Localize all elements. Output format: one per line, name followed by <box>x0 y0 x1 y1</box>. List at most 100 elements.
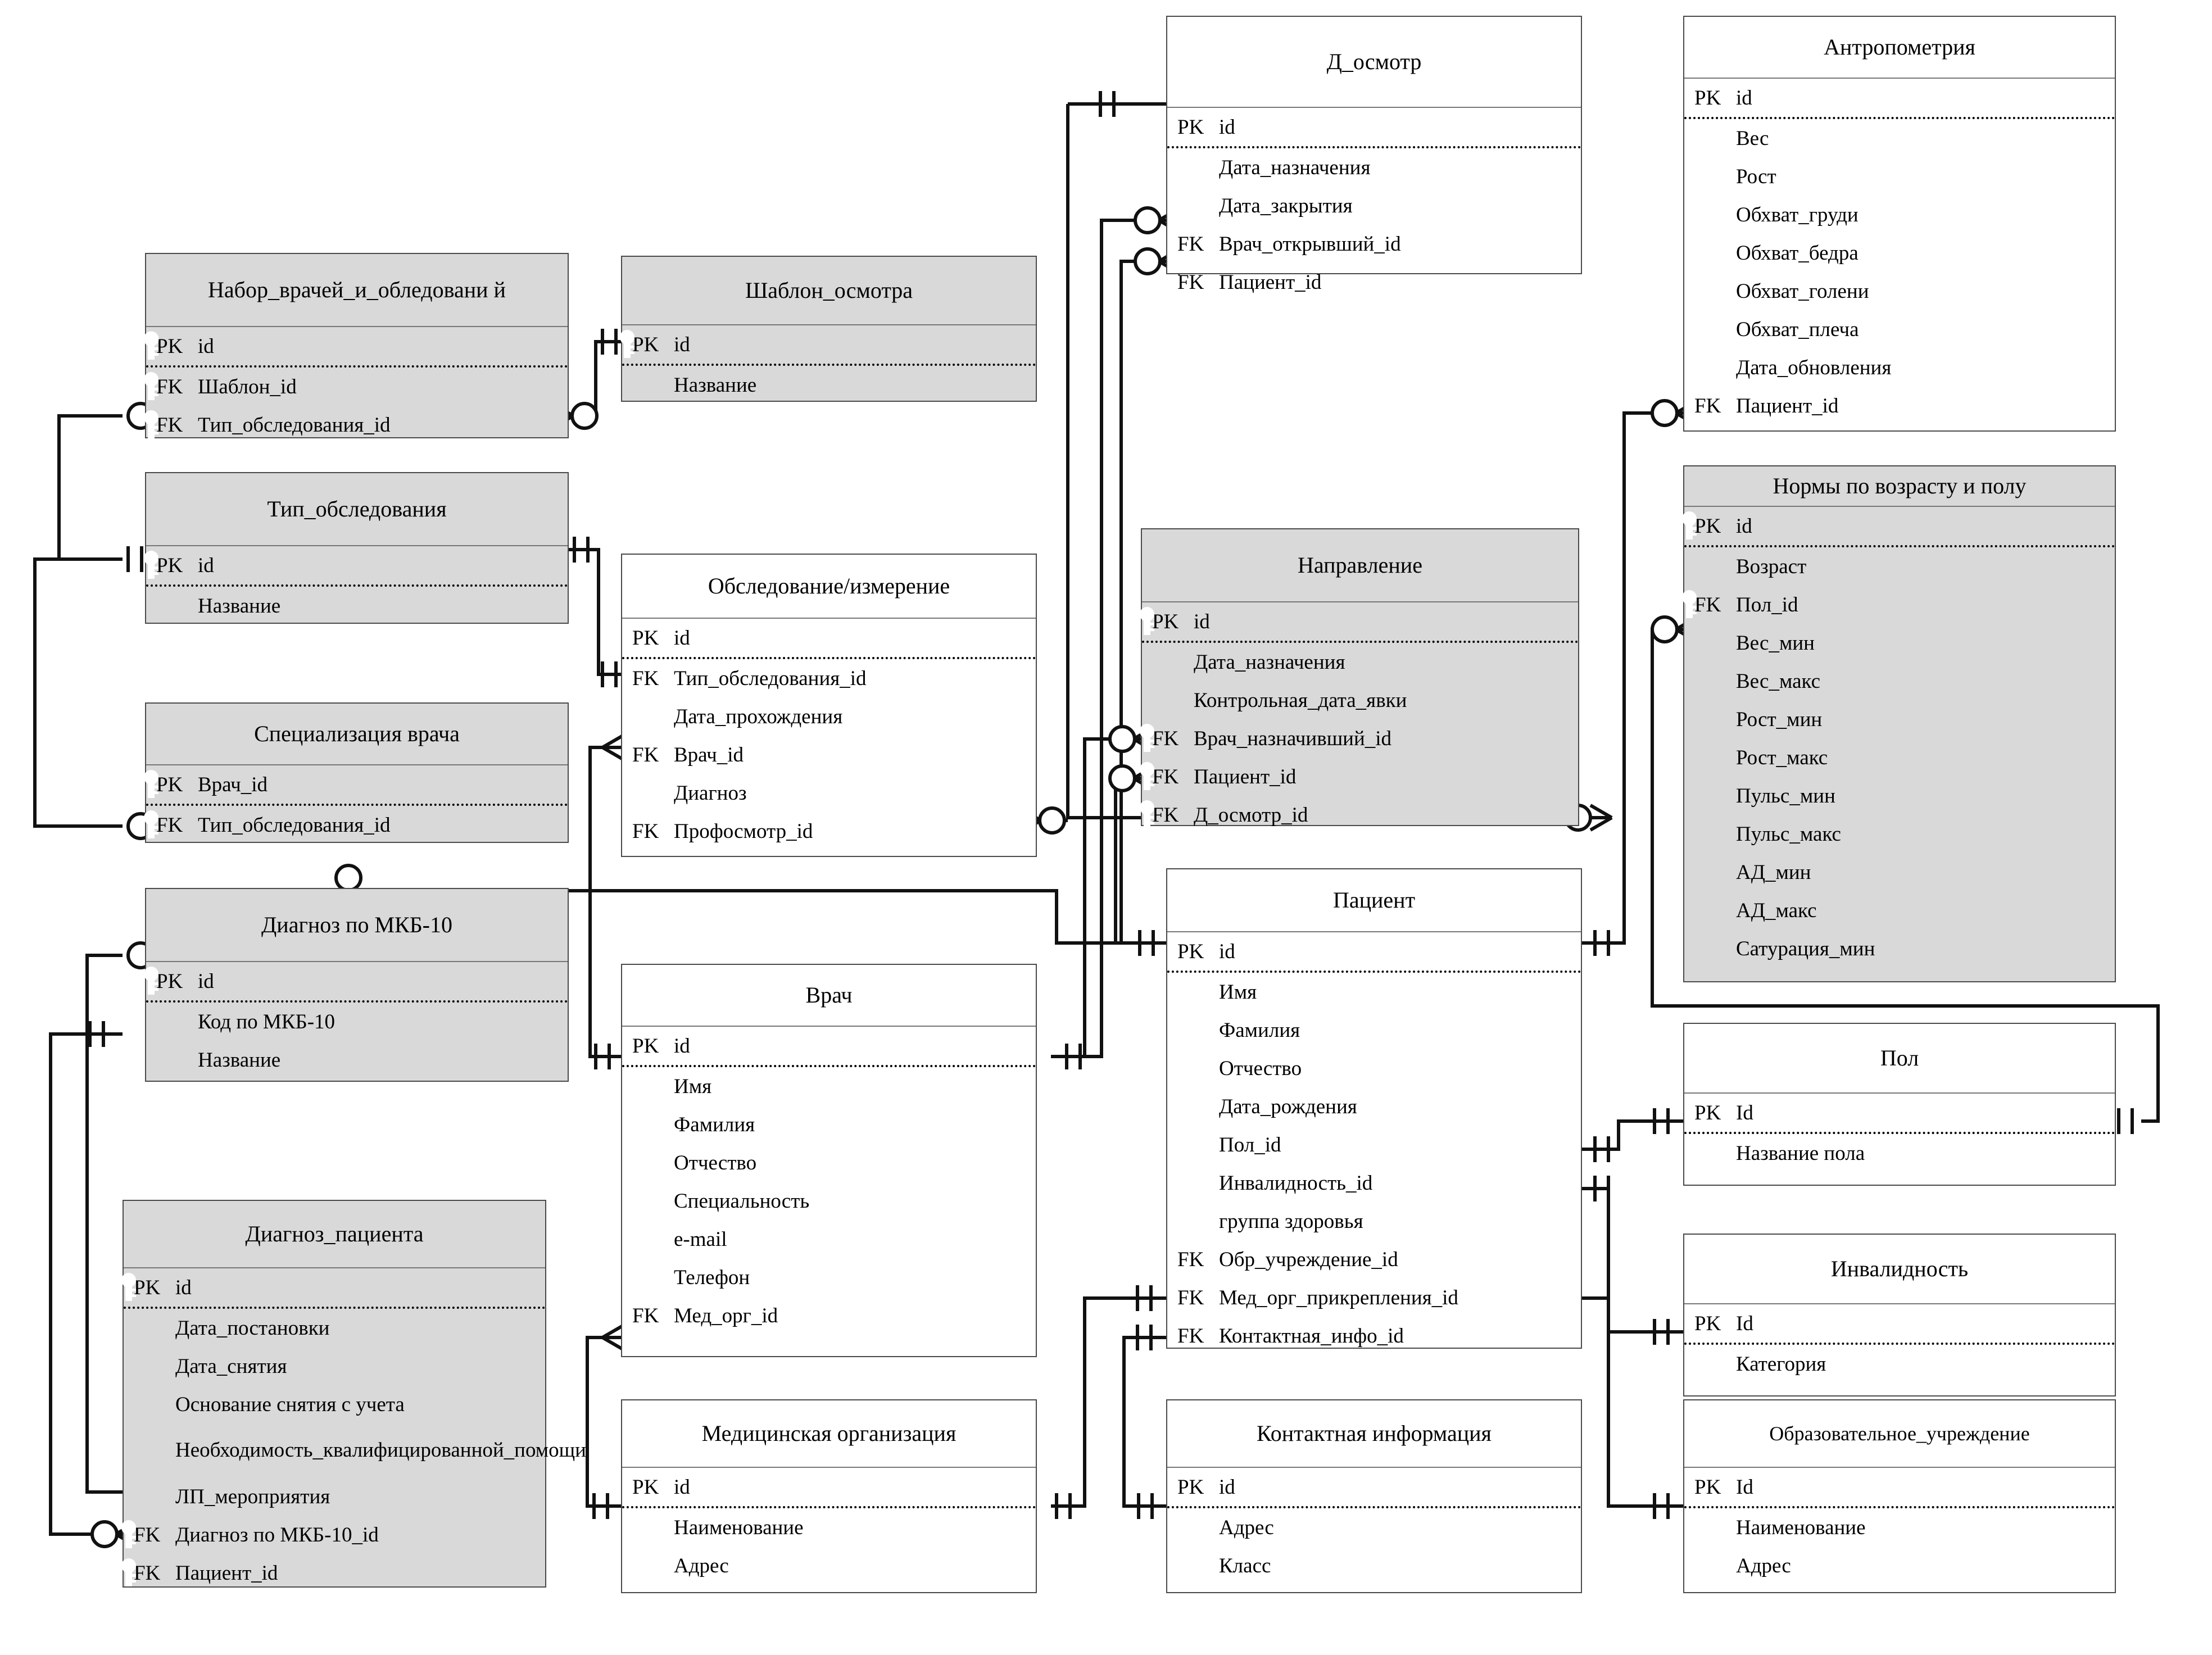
key-icon <box>121 1520 136 1548</box>
entity-title: Нормы по возрасту и полу <box>1773 473 2027 498</box>
attribute-row: Необходимость_квалифицированной_помощи <box>175 1439 586 1462</box>
attribute-row: Код по МКБ-10 <box>198 1010 336 1033</box>
attribute-row: Диагноз <box>674 781 747 805</box>
entity-title: Шаблон_осмотра <box>745 277 913 303</box>
entity-title: Тип_обследования <box>267 496 447 522</box>
key-icon <box>1682 511 1697 539</box>
entity-title: Инвалидность <box>1830 1255 1969 1281</box>
attribute-row: группа здоровья <box>1219 1209 1363 1233</box>
entity-title: Контактная информация <box>1257 1420 1492 1446</box>
entity-title: Медицинская организация <box>701 1420 957 1446</box>
entity-title: Специализация врача <box>254 720 460 746</box>
key-icon <box>144 372 158 400</box>
attribute-row: Телефон <box>674 1266 750 1289</box>
key-icon <box>144 410 158 438</box>
attribute-row: Дата_назначения <box>1219 156 1371 179</box>
attribute-row: Дата_снятия <box>175 1354 287 1378</box>
attribute-row: Адрес <box>1219 1516 1274 1539</box>
attribute-row: Наименование <box>674 1516 804 1539</box>
attribute-row: Имя <box>674 1074 712 1098</box>
key-icon <box>1140 607 1154 635</box>
attribute-row: АД_мин <box>1736 860 1811 884</box>
attribute-row: Пульс_макс <box>1736 822 1841 846</box>
attribute-row: Пульс_мин <box>1736 784 1835 808</box>
key-icon <box>121 1558 136 1586</box>
entity-title: Направление <box>1298 552 1422 578</box>
attribute-row: Рост <box>1736 165 1776 188</box>
entity-title: Пол <box>1880 1045 1919 1071</box>
attribute-row: Сатурация_мин <box>1736 937 1875 960</box>
entity-title: Д_осмотр <box>1326 48 1422 74</box>
attribute-row: Возраст <box>1736 555 1807 578</box>
key-icon <box>620 330 634 358</box>
entity-title: Образовательное_учреждение <box>1769 1422 2030 1445</box>
key-icon <box>1682 590 1697 618</box>
key-icon <box>1140 800 1154 828</box>
attribute-row: Основание снятия с учета <box>175 1393 405 1416</box>
key-icon <box>144 770 158 798</box>
attribute-row: Вес_мин <box>1736 631 1815 655</box>
attribute-row: Название пола <box>1736 1141 1865 1165</box>
attribute-row: Вес <box>1736 126 1769 150</box>
key-icon <box>1140 762 1154 790</box>
attribute-row: Отчество <box>1219 1057 1302 1080</box>
entity-title: Диагноз по МКБ-10 <box>261 912 452 937</box>
attribute-row: Адрес <box>1736 1554 1791 1577</box>
attribute-row: Специальность <box>674 1189 810 1213</box>
attribute-row: Дата_закрытия <box>1219 194 1353 217</box>
entity-title: Врач <box>805 982 853 1008</box>
entity-title: Набор_врачей_и_обледовани й <box>208 276 506 302</box>
attribute-row: Рост_мин <box>1736 708 1823 731</box>
key-icon <box>1140 724 1154 752</box>
attribute-row: Пол_id <box>1219 1133 1281 1157</box>
attribute-row: Наименование <box>1736 1516 1866 1539</box>
key-icon <box>144 551 158 579</box>
attribute-row: Рост_макс <box>1736 746 1828 769</box>
attribute-row: Инвалидность_id <box>1219 1171 1373 1195</box>
attribute-row: Класс <box>1219 1554 1271 1577</box>
